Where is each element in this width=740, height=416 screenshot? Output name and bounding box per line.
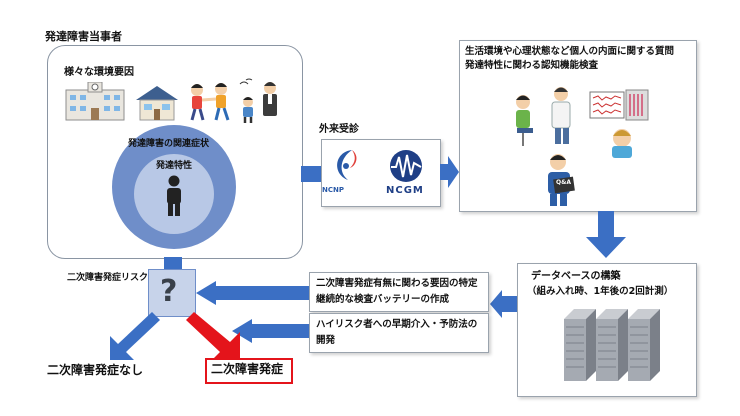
risk-question-box <box>148 269 196 317</box>
ncgm-logo <box>381 149 431 185</box>
question-mark-icon: ? <box>160 274 178 309</box>
related-symptoms-label: 発達障害の関連症状 <box>128 139 210 149</box>
factor-line-1: 二次障害発症有無に関わる要因の特定 <box>316 278 478 289</box>
ncnp-logo <box>326 146 366 186</box>
ncnp-text: NCNP <box>322 186 344 194</box>
arrow-db-to-factor <box>490 290 518 318</box>
database-line-1: データベースの構築 <box>531 271 621 282</box>
arrow-to-database <box>586 211 626 259</box>
assessment-line-1: 生活環境や心理状態など個人の内面に関する質問 <box>465 46 675 57</box>
connector-to-risk <box>160 257 186 271</box>
onset-label: 二次障害発症 <box>211 362 284 376</box>
arrow-factor-to-risk <box>196 281 310 305</box>
onset-box <box>205 358 293 384</box>
arrow-intervention-to-risk <box>232 319 310 343</box>
school-building-icon <box>62 82 128 122</box>
arrow-to-assessment <box>440 152 460 192</box>
factor-line-2: 継続的な検査バッテリーの作成 <box>316 294 450 305</box>
house-icon <box>134 82 180 122</box>
no-onset-label: 二次障害発症なし <box>47 363 144 377</box>
eeg-test-icon <box>584 86 654 160</box>
database-line-2: （組み入れ時、1年後の2回計測） <box>527 286 674 297</box>
qa-sign-text: Q&A <box>556 179 571 186</box>
arrow-no-onset <box>110 312 160 362</box>
qa-worker-icon <box>540 152 580 208</box>
assessment-box <box>459 40 697 212</box>
factor-box <box>309 272 489 312</box>
env-factors-label: 様々な環境要因 <box>64 67 134 78</box>
arrow-onset <box>186 312 242 362</box>
assessment-line-2: 発達特性に関わる認知機能検査 <box>465 60 599 71</box>
arrow-to-outpatient <box>301 161 323 187</box>
intervention-line-1: ハイリスク者への早期介入・予防法の <box>316 319 478 330</box>
children-fighting-icon <box>183 80 239 124</box>
dev-traits-label: 発達特性 <box>156 161 193 171</box>
intervention-box <box>309 313 489 353</box>
server-rack-icon <box>560 305 670 385</box>
outpatient-label: 外来受診 <box>319 124 359 135</box>
person-silhouette-icon <box>160 175 188 217</box>
intervention-line-2: 開発 <box>316 335 336 346</box>
risk-label: 二次障害発症リスク <box>67 273 149 283</box>
doctor-interview-icon <box>509 80 581 150</box>
panel-title: 発達障害当事者 <box>45 30 122 43</box>
scolding-family-icon <box>234 78 284 124</box>
ncgm-text: NCGM <box>386 185 424 196</box>
